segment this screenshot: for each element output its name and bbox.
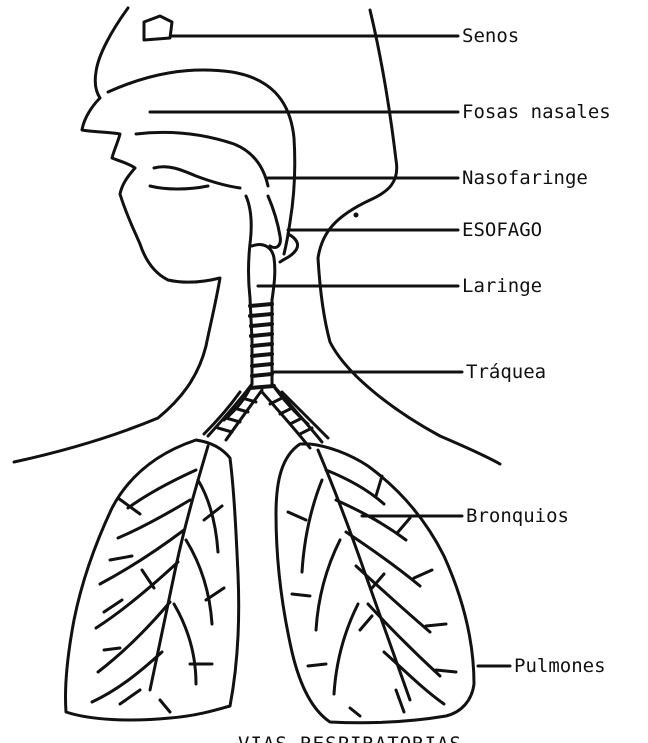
label-traquea: Tráquea xyxy=(466,361,546,383)
left-bronchial-tree xyxy=(92,446,224,712)
label-pulmones: Pulmones xyxy=(514,655,606,677)
label-nasofaringe: Nasofaringe xyxy=(462,167,588,189)
sinus-shape xyxy=(144,16,172,40)
pharynx-front-wall xyxy=(246,196,251,298)
label-bronquios: Bronquios xyxy=(466,505,569,527)
label-esofago: ESOFAGO xyxy=(462,219,542,241)
tongue-outline xyxy=(150,186,208,189)
esophagus-marker-dot xyxy=(354,213,359,218)
right-main-bronchus xyxy=(262,384,328,448)
larynx-outline xyxy=(252,245,275,301)
right-bronchial-tree xyxy=(288,450,456,716)
pharynx-back-wall xyxy=(268,196,280,248)
caption-vias-respiratorias: VIAS RESPIRATORIAS xyxy=(238,733,462,743)
label-senos: Senos xyxy=(462,25,519,47)
mouth-line xyxy=(154,167,240,188)
trachea-rings xyxy=(250,304,274,388)
label-laringe: Laringe xyxy=(462,275,542,297)
label-fosas-nasales: Fosas nasales xyxy=(462,101,611,123)
nasal-cavity-outline xyxy=(108,70,295,254)
face-profile-outline xyxy=(14,8,220,462)
